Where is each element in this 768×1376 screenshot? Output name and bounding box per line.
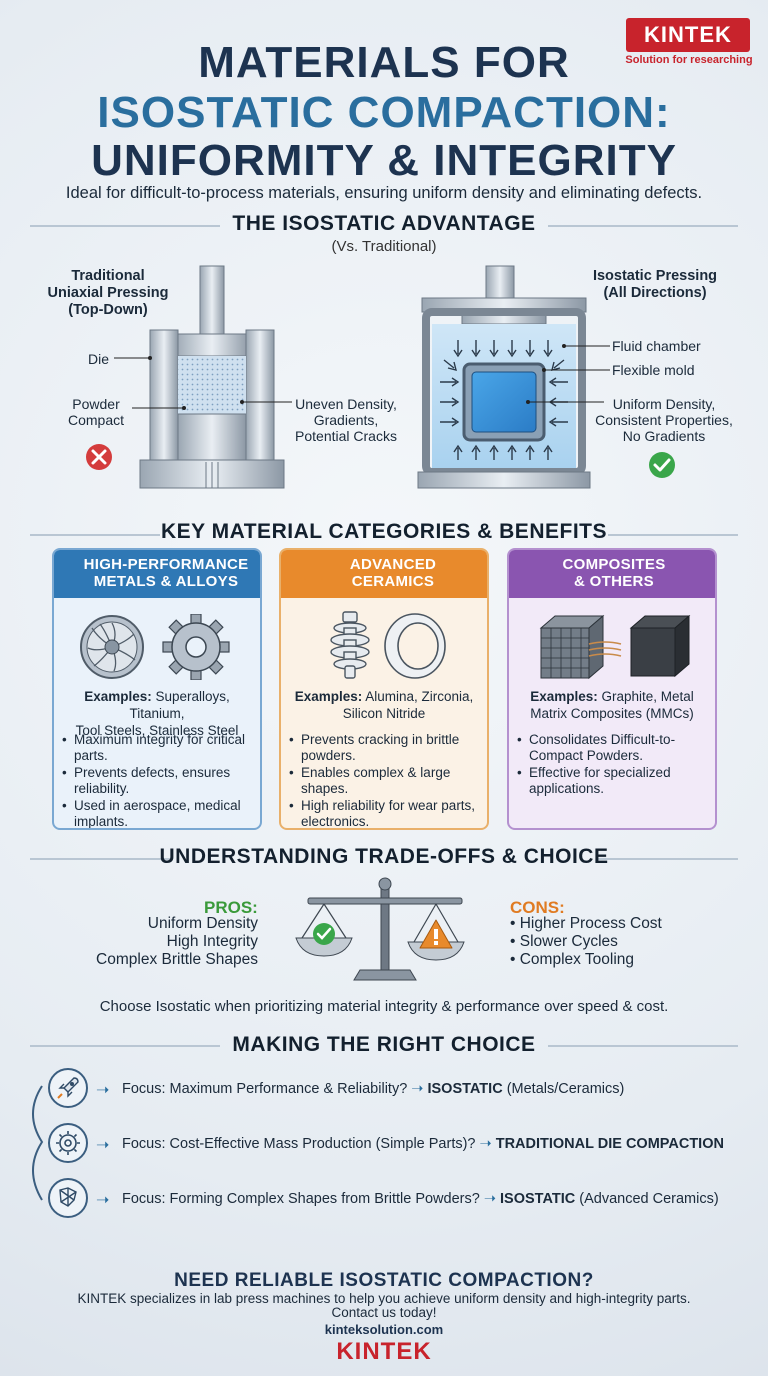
- choice-row: Focus: Maximum Performance & Reliability…: [122, 1081, 625, 1097]
- page-subtitle: Ideal for difficult-to-process materials…: [65, 184, 703, 202]
- gear-icon: [48, 1123, 88, 1163]
- isostatic-press-diagram: [417, 265, 675, 489]
- arrow-icon: ➝: [96, 1137, 110, 1154]
- composites-benefits: Consolidates Difficult-to-Compact Powder…: [517, 732, 709, 798]
- bottom-punch: [177, 413, 247, 461]
- categories-heading: KEY MATERIAL CATEGORIES & BENEFITS: [161, 520, 607, 543]
- section-rule: [30, 225, 220, 227]
- insulator-icon: [330, 611, 370, 679]
- uniform-density-label: Uniform Density, Consistent Properties, …: [595, 396, 733, 444]
- ceramics-benefits: Prevents cracking in brittle powders. En…: [289, 732, 481, 828]
- list-item: Prevents defects, ensures reliability.: [62, 765, 254, 797]
- warning-icon: [419, 919, 453, 949]
- die-wall-right: [245, 329, 275, 461]
- section-rule: [548, 1045, 738, 1047]
- arrow-icon: ➝: [96, 1192, 110, 1209]
- tradeoff-note: Choose Isostatic when prioritizing mater…: [99, 998, 669, 1015]
- section-rule: [598, 858, 738, 860]
- pressure-arrows: [440, 340, 568, 460]
- tradeoffs-heading: UNDERSTANDING TRADE-OFFS & CHOICE: [159, 845, 609, 868]
- die-wall-left: [149, 329, 179, 461]
- composites-examples: Examples: Graphite, Metal Matrix Composi…: [530, 689, 694, 721]
- metals-card: HIGH-PERFORMANCE METALS & ALLOYS Example…: [52, 548, 262, 830]
- flexible-mold-label: Flexible mold: [612, 362, 695, 378]
- traditional-press-diagram: [86, 265, 292, 489]
- cons-item: • Higher Process Cost: [510, 915, 662, 932]
- section-rule: [30, 858, 170, 860]
- ceramics-examples: Examples: Alumina, Zirconia, Silicon Nit…: [294, 689, 474, 721]
- powder-compact-label: Powder Compact: [67, 396, 125, 428]
- gear-icon: [162, 614, 230, 680]
- die-label: Die: [88, 351, 110, 367]
- kintek-logo: KINTEK: [626, 18, 750, 52]
- metals-benefits: Maximum integrity for critical parts. Pr…: [62, 732, 254, 828]
- advantage-subheading: (Vs. Traditional): [331, 238, 437, 255]
- pros-title: PROS:: [204, 898, 258, 917]
- press-ram: [485, 265, 515, 301]
- page-title-line-1: MATERIALS FOR: [198, 38, 570, 87]
- turbine-icon: [80, 615, 144, 679]
- list-item: Prevents cracking in brittle powders.: [289, 732, 481, 764]
- pros-item: Complex Brittle Shapes: [96, 951, 258, 968]
- choice-heading: MAKING THE RIGHT CHOICE: [232, 1033, 536, 1056]
- arrow-icon: ➝: [479, 1136, 492, 1152]
- cons-title: CONS:: [510, 898, 565, 917]
- rocket-icon: [48, 1068, 88, 1108]
- composites-card-header: COMPOSITES & OTHERS: [509, 550, 715, 598]
- punch: [173, 333, 251, 357]
- section-rule: [548, 225, 738, 227]
- list-item: High reliability for wear parts, electro…: [289, 798, 481, 828]
- advantage-heading: THE ISOSTATIC ADVANTAGE: [232, 212, 536, 235]
- list-item: Enables complex & large shapes.: [289, 765, 481, 797]
- check-icon: [649, 452, 675, 478]
- list-item: Consolidates Difficult-to-Compact Powder…: [517, 732, 709, 764]
- shapes-icon: [48, 1178, 88, 1218]
- list-item: Maximum integrity for critical parts.: [62, 732, 254, 764]
- page-title-line-2: ISOSTATIC COMPACTION:: [97, 88, 671, 137]
- section-rule: [30, 534, 160, 536]
- graphite-block-icon: [629, 614, 691, 678]
- logo-text: KINTEK: [644, 22, 732, 47]
- isostatic-title: Isostatic Pressing (All Directions): [592, 268, 718, 301]
- cta-heading: NEED RELIABLE ISOSTATIC COMPACTION?: [174, 1270, 594, 1291]
- website-link[interactable]: kinteksolution.com: [324, 1322, 444, 1337]
- arrow-icon: ➝: [411, 1081, 424, 1097]
- kintek-footer-logo: KINTEK: [336, 1338, 432, 1365]
- section-rule: [608, 534, 738, 536]
- vessel-base: [417, 471, 591, 489]
- cons-item: • Complex Tooling: [510, 951, 635, 968]
- arrow-icon: ➝: [96, 1082, 110, 1099]
- fluid-chamber-label: Fluid chamber: [612, 338, 701, 354]
- choice-row: Focus: Forming Complex Shapes from Britt…: [122, 1191, 719, 1207]
- cta-body: KINTEK specializes in lab press machines…: [77, 1291, 691, 1320]
- pros-item: Uniform Density: [147, 915, 258, 932]
- list-item: Effective for specialized applications.: [517, 765, 709, 797]
- ceramics-card-header: ADVANCED CERAMICS: [281, 550, 487, 598]
- metals-card-header: HIGH-PERFORMANCE METALS & ALLOYS: [54, 550, 260, 598]
- press-ram: [199, 265, 225, 337]
- uneven-density-label: Uneven Density, Gradients, Potential Cra…: [295, 396, 397, 444]
- x-icon: [86, 444, 112, 470]
- check-icon: [313, 923, 335, 945]
- ring-icon: [384, 613, 446, 679]
- choice-row: Focus: Cost-Effective Mass Production (S…: [122, 1136, 724, 1152]
- list-item: Used in aerospace, medical implants.: [62, 798, 254, 828]
- balance-scale-icon: [295, 877, 465, 981]
- traditional-title: Traditional Uniaxial Pressing (Top-Down): [47, 268, 169, 318]
- arrow-icon: ➝: [483, 1191, 496, 1207]
- pros-item: High Integrity: [166, 933, 258, 950]
- page-title-line-3: UNIFORMITY & INTEGRITY: [91, 136, 677, 185]
- choice-connector: [32, 1085, 44, 1201]
- composites-card: COMPOSITES & OTHERS Examples: Graphite, …: [507, 548, 717, 830]
- ceramics-card: ADVANCED CERAMICS Examples: Alumina, Zir…: [279, 548, 489, 830]
- cons-item: • Slower Cycles: [510, 933, 618, 950]
- logo-tagline: Solution for researching: [625, 54, 753, 66]
- composite-block-icon: [539, 614, 622, 680]
- section-rule: [30, 1045, 220, 1047]
